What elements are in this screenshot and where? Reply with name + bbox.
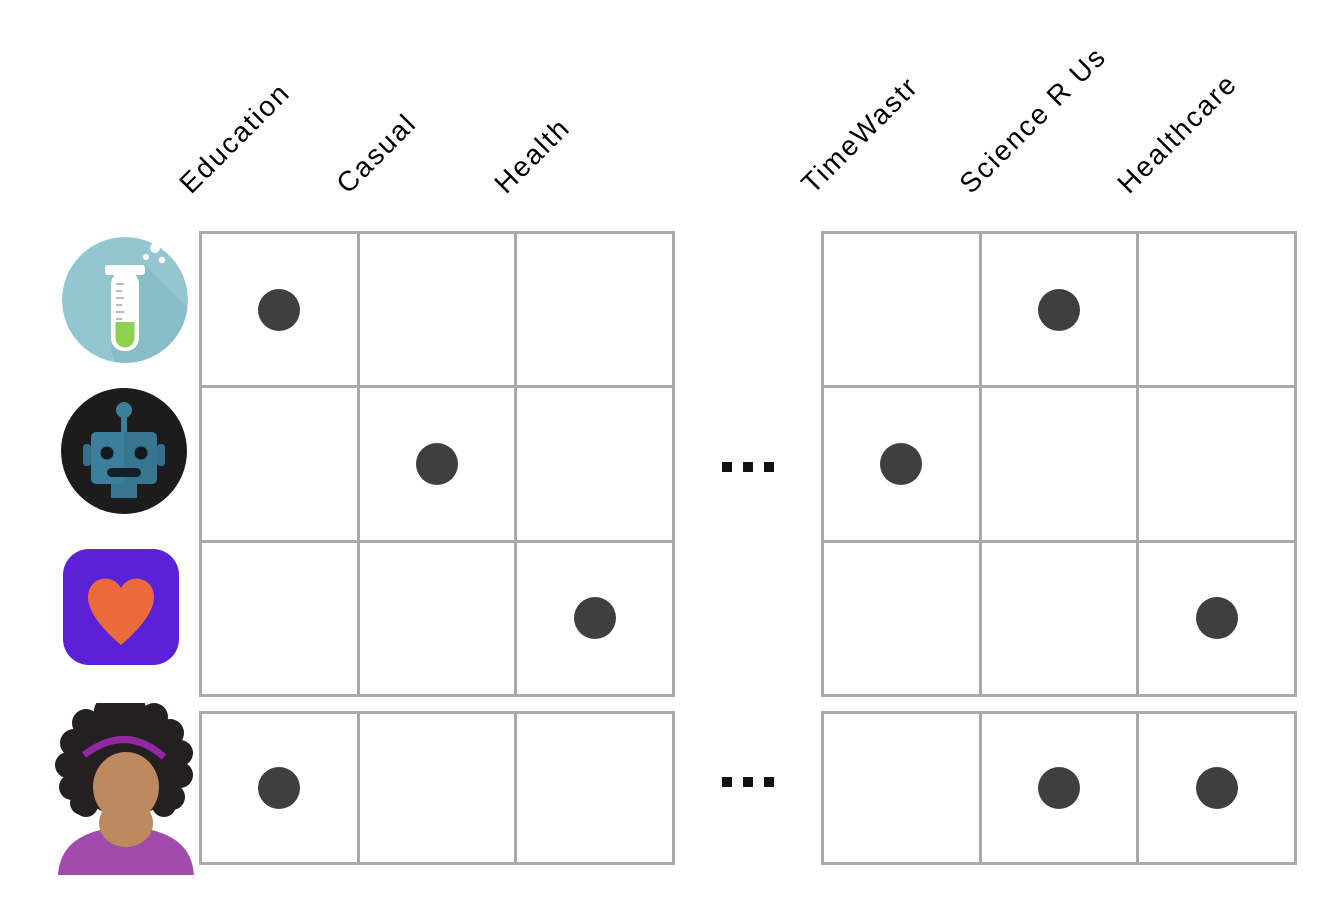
column-label-healthcare: Healthcare (1111, 67, 1244, 200)
matrix-cell (359, 234, 515, 386)
left-matrix-grid (199, 231, 675, 697)
person-avatar-icon (55, 695, 194, 875)
preference-dot (1037, 767, 1080, 809)
preference-dot (1195, 767, 1238, 809)
preference-dot (258, 767, 301, 809)
matrix-cell (981, 234, 1137, 386)
matrix-cell (1139, 388, 1294, 540)
matrix-cell (981, 388, 1137, 540)
matrix-cell (824, 234, 979, 386)
matrix-cell (824, 542, 979, 694)
column-label-science-r-us: Science R Us (953, 40, 1113, 200)
matrix-cell (359, 714, 515, 862)
column-label-health: Health (488, 111, 577, 200)
matrix-cell (202, 542, 357, 694)
robot-icon (61, 388, 187, 514)
matrix-cell (359, 542, 515, 694)
matrix-cell (981, 714, 1137, 862)
left-user-row-grid (199, 711, 675, 865)
row-icon-science-app (62, 237, 188, 363)
matrix-cell (517, 714, 672, 862)
matrix-cell (202, 234, 357, 386)
matrix-cell (1139, 234, 1294, 386)
preference-dot (415, 442, 458, 485)
heart-app-icon (88, 578, 154, 645)
column-label-casual: Casual (330, 107, 423, 200)
matrix-cell (824, 714, 979, 862)
preference-dot (258, 288, 301, 331)
matrix-cell (517, 388, 672, 540)
preference-dot (1195, 597, 1238, 640)
ellipsis-apps-row (722, 462, 774, 472)
column-label-timewastr: TimeWastr (795, 70, 925, 200)
ellipsis-user-row (722, 777, 774, 787)
matrix-cell (824, 388, 979, 540)
preference-dot (1037, 288, 1080, 331)
matrix-cell (1139, 542, 1294, 694)
matrix-cell (981, 542, 1137, 694)
preference-dot (573, 597, 616, 640)
column-label-education: Education (173, 76, 297, 200)
preference-dot (880, 442, 923, 485)
matrix-cell (1139, 714, 1294, 862)
test-tube-icon (62, 237, 188, 363)
row-icon-health-app (63, 549, 179, 665)
matrix-cell (359, 388, 515, 540)
right-matrix-grid (821, 231, 1297, 697)
matrix-cell (202, 714, 357, 862)
right-user-row-grid (821, 711, 1297, 865)
matrix-cell (517, 542, 672, 694)
row-icon-user (52, 695, 200, 875)
row-icon-robot-app (61, 388, 187, 514)
matrix-cell (517, 234, 672, 386)
matrix-cell (202, 388, 357, 540)
